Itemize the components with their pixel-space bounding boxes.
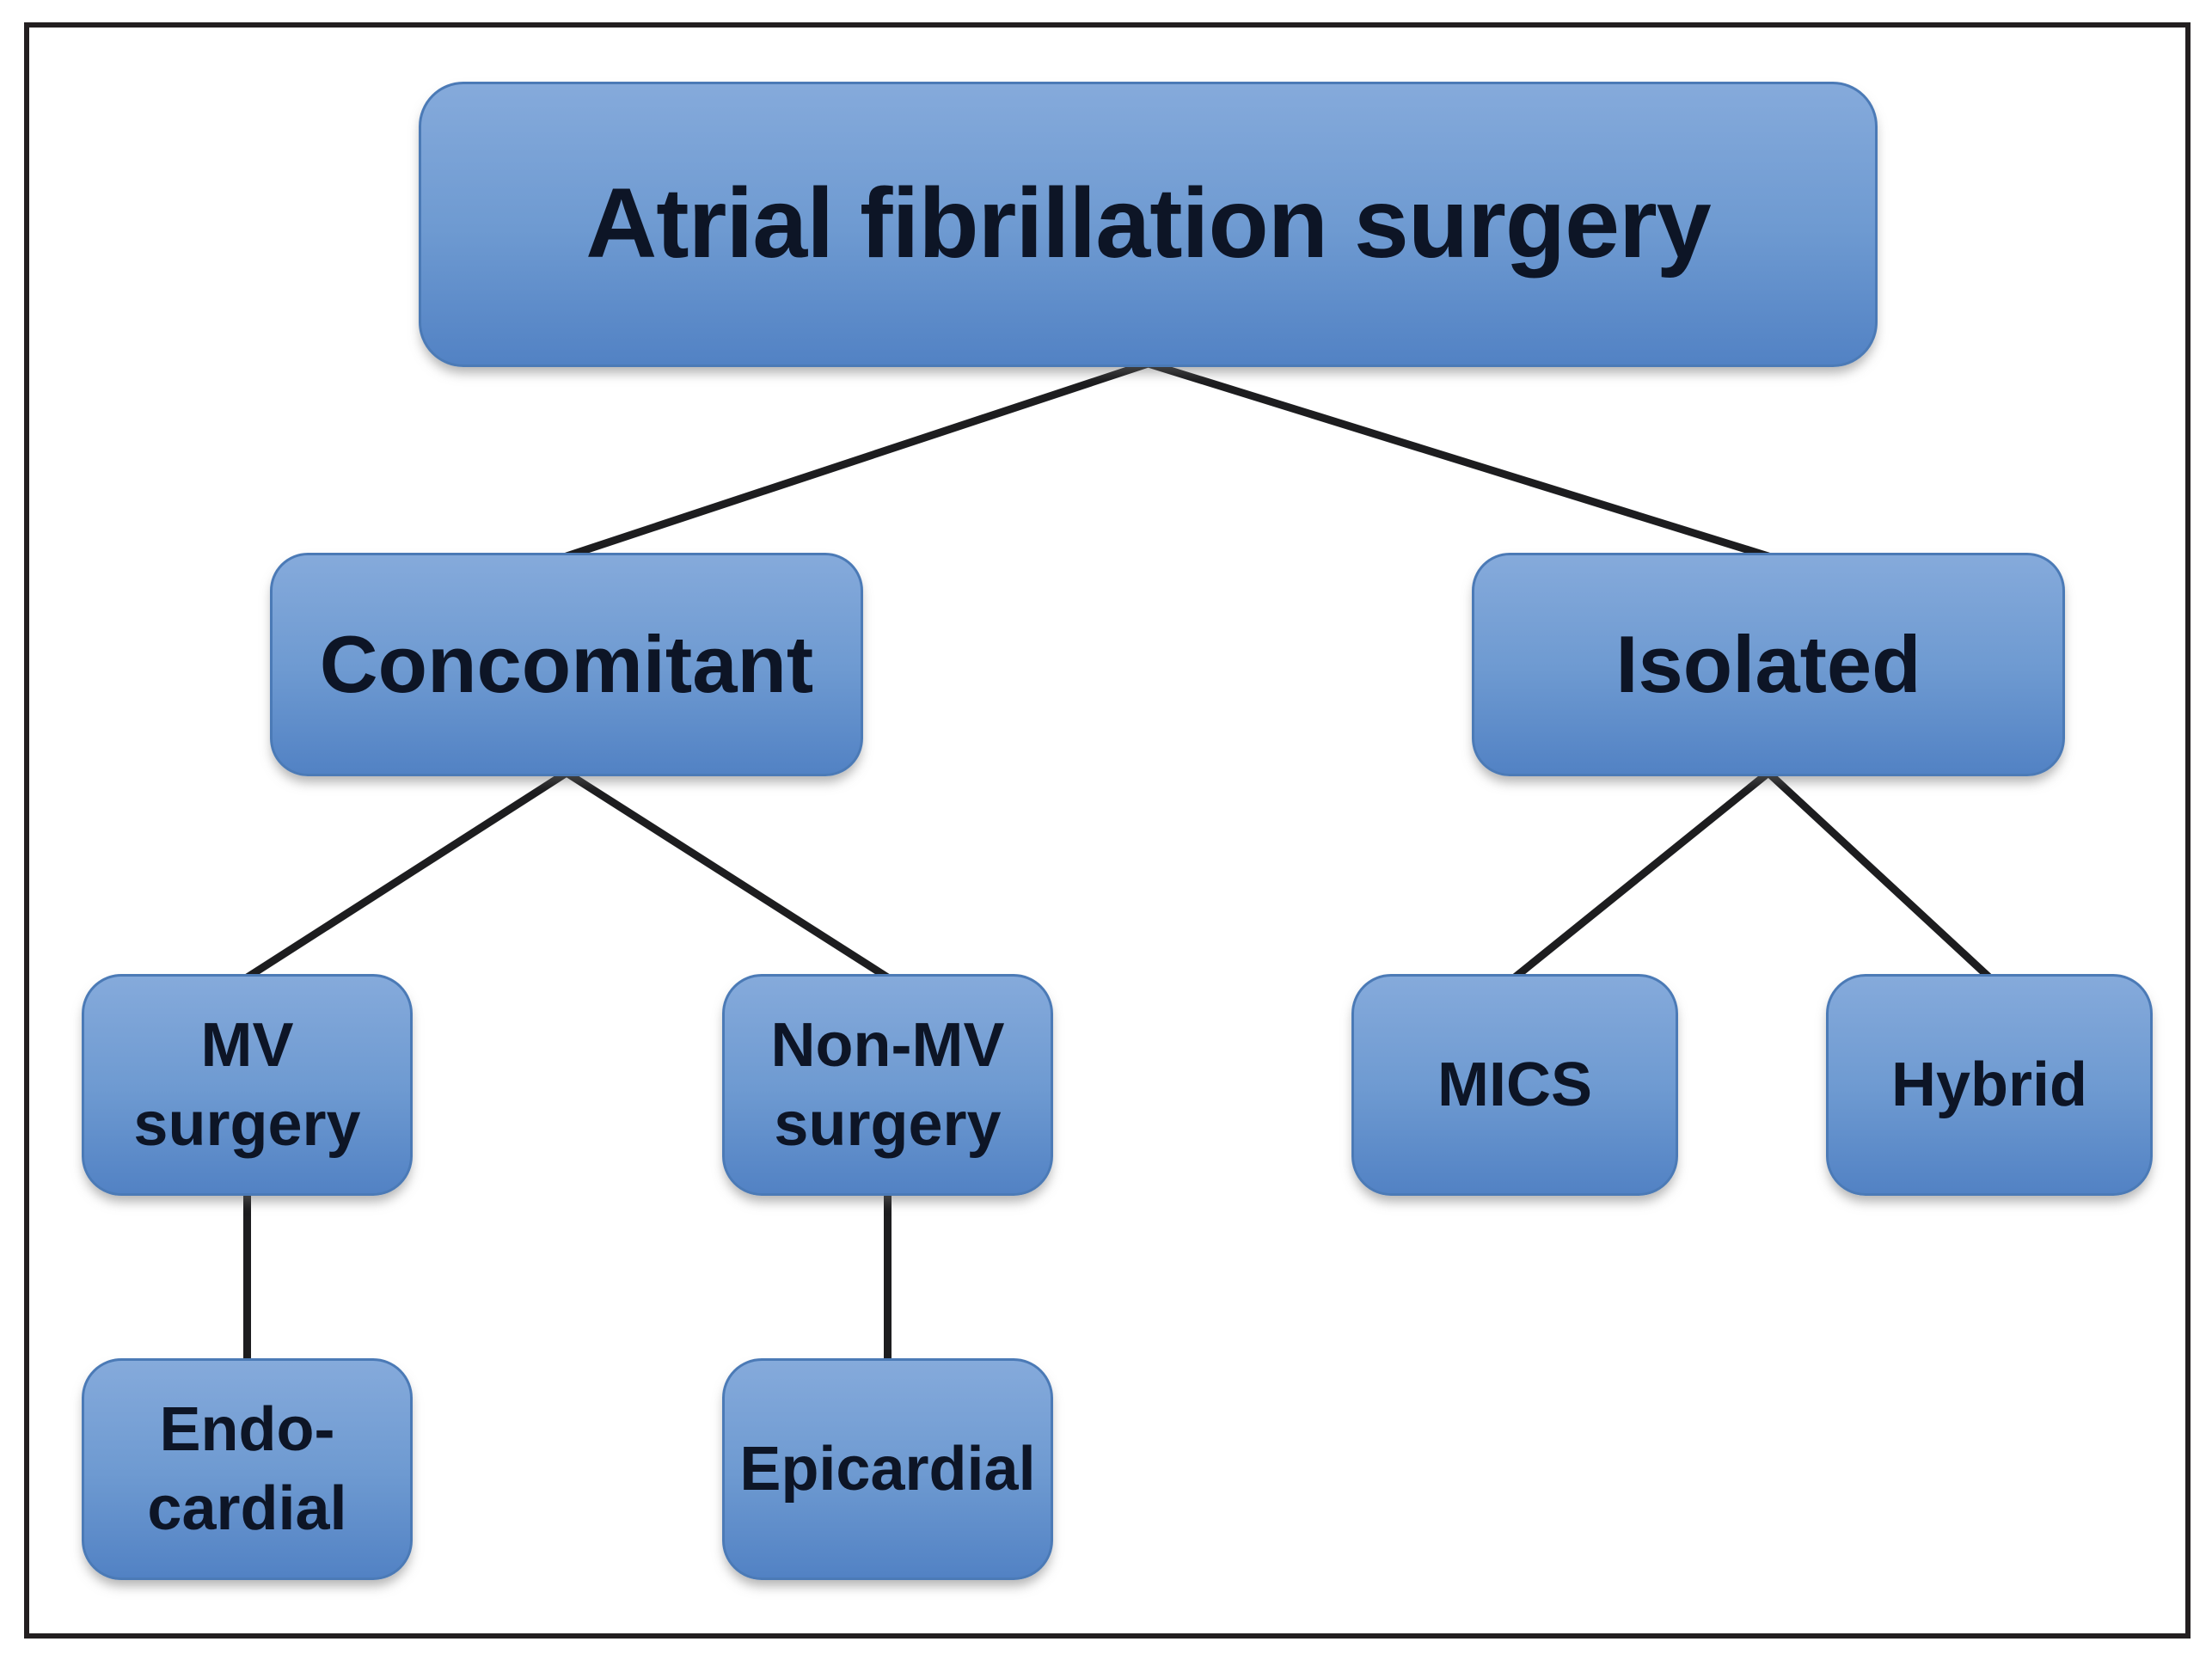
connector-root-concomitant — [562, 359, 1152, 560]
node-mv-surgery: MV surgery — [82, 974, 413, 1196]
node-label: Atrial fibrillation surgery — [585, 168, 1712, 279]
connector-isolated-hybrid — [1764, 769, 1994, 982]
node-atrial-fibrillation-surgery: Atrial fibrillation surgery — [419, 82, 1878, 367]
figure-border-frame — [24, 22, 2191, 1639]
node-label: Concomitant — [319, 618, 814, 709]
node-label: Non-MV surgery — [770, 1010, 1005, 1159]
node-mics: MICS — [1351, 974, 1678, 1196]
node-label: Epicardial — [739, 1434, 1036, 1504]
node-label: Hybrid — [1890, 1050, 2088, 1119]
node-endocardial: Endo- cardial — [82, 1358, 413, 1580]
node-label: Endo- cardial — [147, 1394, 347, 1543]
node-non-mv-surgery: Non-MV surgery — [722, 974, 1053, 1196]
node-hybrid: Hybrid — [1826, 974, 2153, 1196]
connector-isolated-mics — [1510, 769, 1773, 982]
node-label: MICS — [1437, 1050, 1592, 1119]
connector-root-isolated — [1144, 359, 1773, 560]
node-label: MV surgery — [133, 1010, 361, 1159]
node-label: Isolated — [1615, 618, 1921, 709]
connector-concomitant-mv_surgery — [243, 769, 571, 982]
node-isolated: Isolated — [1472, 553, 2065, 776]
node-concomitant: Concomitant — [270, 553, 863, 776]
connector-concomitant-non_mv_surgery — [562, 769, 892, 982]
node-epicardial: Epicardial — [722, 1358, 1053, 1580]
